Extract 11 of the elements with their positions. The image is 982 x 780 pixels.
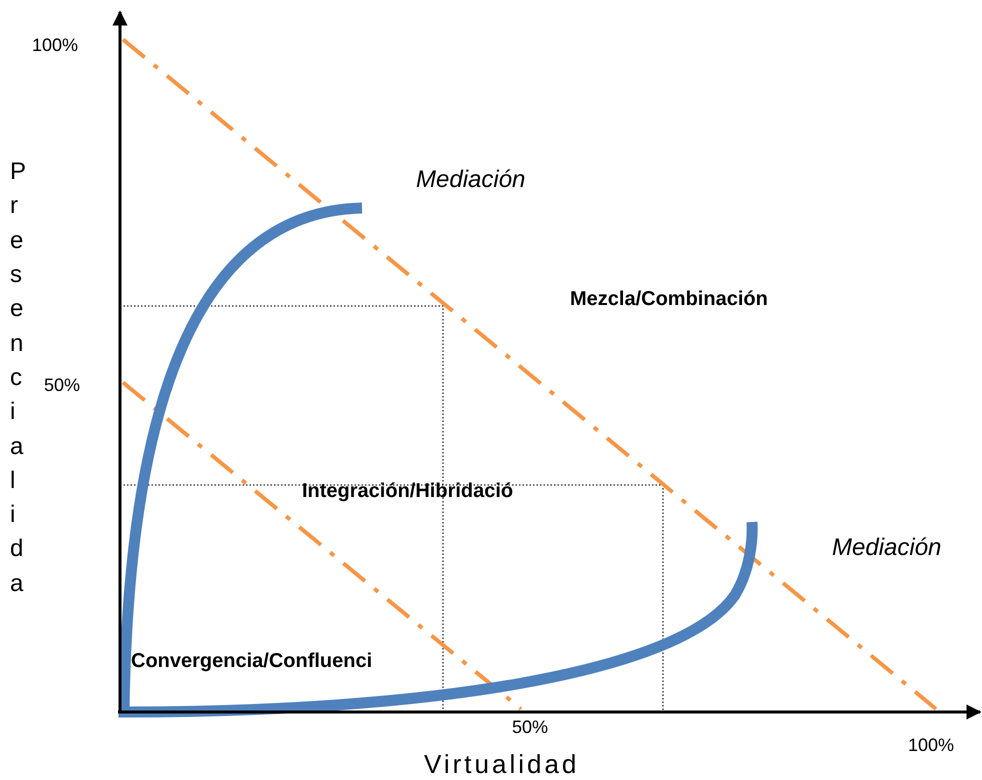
region-label: Mediación <box>832 534 942 562</box>
region-label: Mezcla/Combinación <box>570 288 768 311</box>
axis-title: Presencialida <box>10 157 34 599</box>
region-label: Integración/Hibridació <box>302 480 514 503</box>
tick-label: 100% <box>32 35 78 56</box>
tick-label: 50% <box>44 375 80 396</box>
region-label: Convergencia/Confluenci <box>131 650 372 673</box>
tick-label: 100% <box>908 735 954 756</box>
axis-title: Virtualidad <box>424 750 580 780</box>
region-label: Mediación <box>416 166 526 194</box>
tick-label: 50% <box>512 717 548 738</box>
